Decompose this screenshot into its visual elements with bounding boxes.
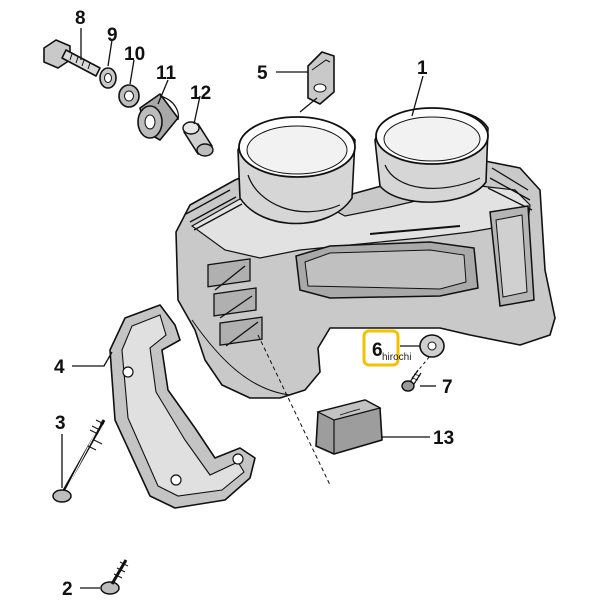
- callout-3: 3: [55, 413, 66, 434]
- self-tapping-screw-part: [100, 559, 129, 595]
- sleeve-part: [182, 121, 214, 157]
- callout-5: 5: [257, 63, 268, 84]
- callout-12: 12: [190, 83, 211, 104]
- callout-2: 2: [62, 579, 73, 600]
- callout-6-highlight: 6: [362, 329, 400, 367]
- callout-6: 6: [372, 340, 383, 361]
- washer-part: [99, 67, 117, 89]
- highlight-box: [362, 329, 400, 367]
- grommet-part: [419, 334, 445, 358]
- callout-11: 11: [156, 63, 177, 84]
- callout-1: 1: [417, 58, 428, 79]
- instrument-housing: [175, 107, 556, 399]
- callout-4: 4: [54, 357, 65, 378]
- clip-part: [307, 51, 335, 105]
- lower-cover: [109, 304, 256, 509]
- callout-8: 8: [75, 8, 86, 29]
- rubber-bushing-part: [137, 93, 180, 141]
- callout-7: 7: [442, 377, 453, 398]
- callout-13: 13: [433, 428, 454, 449]
- grommet-washer-part: [118, 84, 140, 108]
- rubber-block-part: [315, 399, 383, 455]
- bolt-part: [43, 39, 101, 77]
- callout-9: 9: [107, 25, 118, 46]
- watermark-text: hirochi: [382, 352, 411, 363]
- small-screw-part: [401, 369, 422, 392]
- long-screw-part: [52, 419, 106, 503]
- callout-10: 10: [124, 44, 145, 65]
